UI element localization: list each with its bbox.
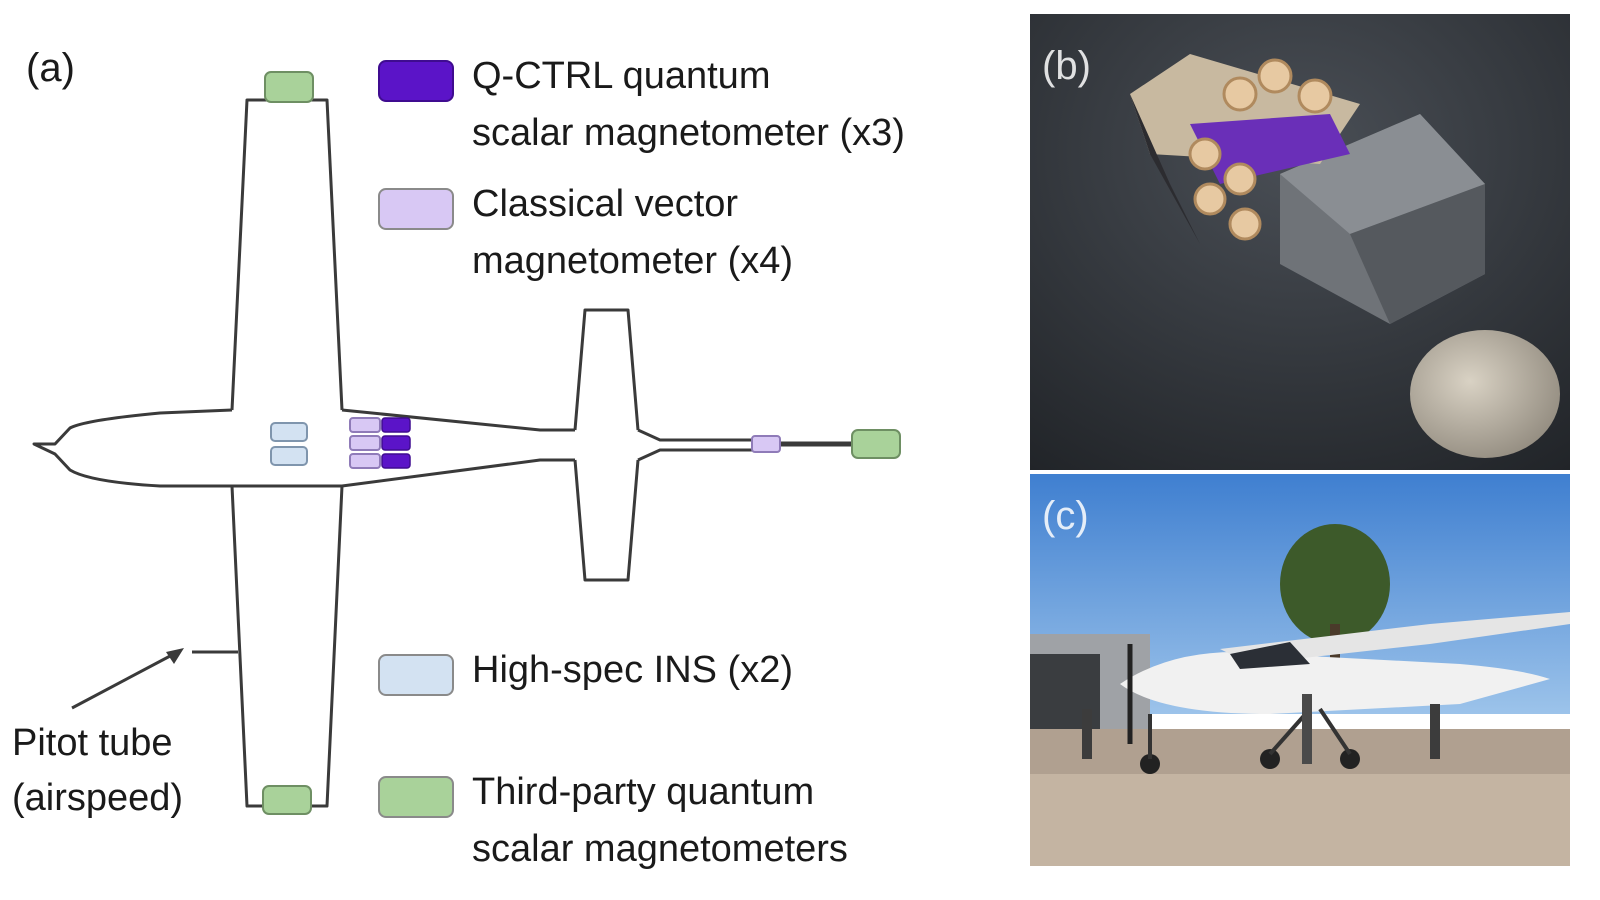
pitot-arrow	[71, 648, 184, 710]
ins-unit-2	[270, 446, 308, 466]
panel-c-label: (c)	[1042, 494, 1089, 538]
photo-b-sensor-hardware: (b)	[1030, 14, 1570, 470]
third-party-sensor-tail	[851, 429, 901, 459]
vector-magnetometer-swatch-icon	[378, 188, 454, 230]
vector-magnetometer-2	[349, 435, 381, 451]
pitot-tube-label: Pitot tube (airspeed)	[12, 722, 184, 819]
legend-label-ins: High-spec INS (x2)	[472, 649, 793, 691]
legend-item-third-party: Third-party quantum scalar magnetometers	[378, 764, 848, 878]
qctrl-sensor-3	[381, 453, 411, 469]
photo-c-aircraft: (c)	[1030, 474, 1570, 866]
sensor-photo-illustration	[1030, 14, 1570, 470]
legend-item-vector: Classical vector magnetometer (x4)	[378, 176, 793, 290]
aircraft-photo-illustration	[1030, 474, 1570, 866]
tail-boom-outline	[637, 428, 760, 462]
panel-b-label: (b)	[1042, 44, 1091, 88]
ins-unit-1	[270, 422, 308, 442]
vector-magnetometer-1	[349, 417, 381, 433]
tailplane-outline	[573, 308, 640, 582]
vector-magnetometer-4	[751, 435, 781, 453]
legend-label-qctrl: Q-CTRL quantum scalar magnetometer (x3)	[472, 55, 905, 154]
fuselage-outline	[32, 408, 575, 488]
panel-a-label: (a)	[26, 46, 75, 90]
qctrl-sensor-1	[381, 417, 411, 433]
qctrl-sensor-2	[381, 435, 411, 451]
third-party-swatch-icon	[378, 776, 454, 818]
aircraft-schematic	[32, 71, 901, 815]
vector-magnetometer-3	[349, 453, 381, 469]
legend-label-vector: Classical vector magnetometer (x4)	[472, 183, 794, 282]
third-party-sensor-left-wingtip	[264, 71, 314, 103]
legend-item-ins: High-spec INS (x2)	[378, 642, 793, 699]
third-party-sensor-right-wingtip	[262, 785, 312, 815]
qctrl-swatch-icon	[378, 60, 454, 102]
legend-item-qctrl: Q-CTRL quantum scalar magnetometer (x3)	[378, 48, 905, 162]
ins-swatch-icon	[378, 654, 454, 696]
legend-label-third-party: Third-party quantum scalar magnetometers	[472, 771, 848, 870]
